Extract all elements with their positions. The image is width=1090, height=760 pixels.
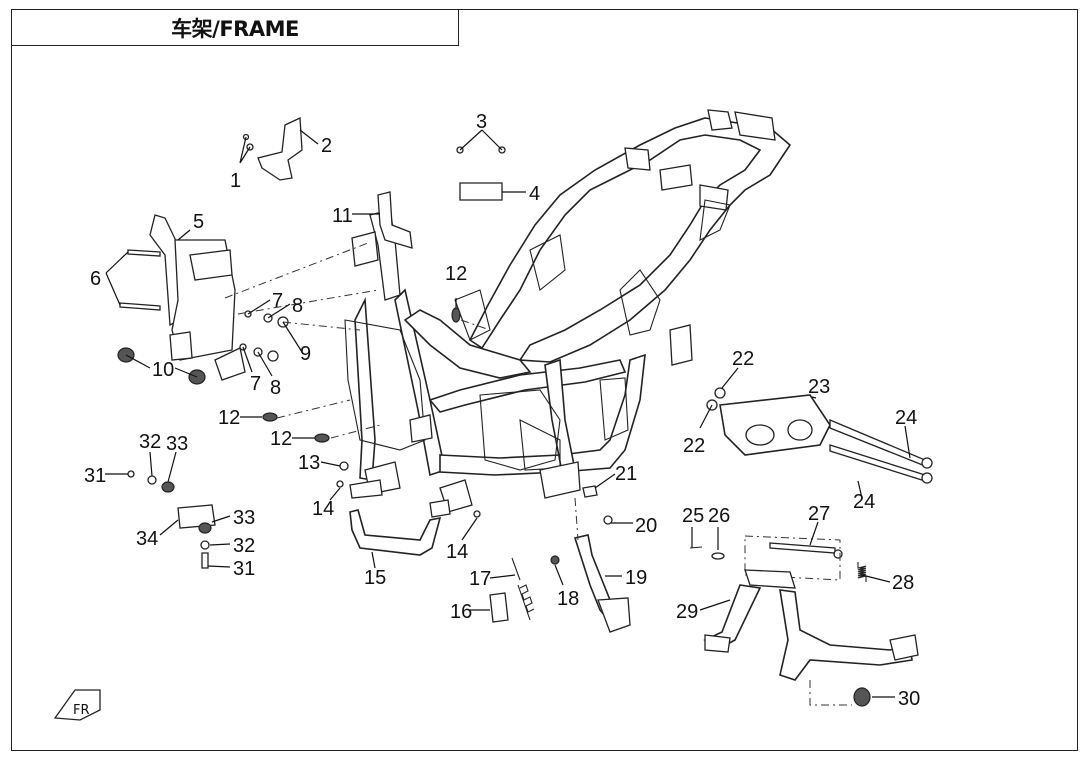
- bracket-11: [377, 191, 413, 249]
- callout-17: 17: [469, 568, 491, 590]
- callout-18: 18: [557, 588, 579, 610]
- callout-4: 4: [529, 183, 540, 205]
- callout-7b: 7: [250, 373, 261, 395]
- callout-21: 21: [615, 463, 637, 485]
- nut-13: [339, 461, 349, 471]
- callout-2: 2: [321, 135, 332, 157]
- callout-5: 5: [193, 211, 204, 233]
- callout-22a: 22: [732, 348, 754, 370]
- pivot-27: [689, 535, 843, 581]
- callout-32b: 32: [233, 535, 255, 557]
- callout-10: 10: [152, 359, 174, 381]
- bolt-14a: [336, 480, 344, 488]
- callout-31b: 31: [233, 558, 255, 580]
- callout-24b: 24: [853, 491, 875, 513]
- callout-14b: 14: [446, 541, 468, 563]
- callout-1: 1: [230, 170, 241, 192]
- callout-29: 29: [676, 601, 698, 623]
- callout-numbers: 1 2 3 4 5 6 7 7 8 8 9 10 11 12 12 12 13 …: [84, 111, 920, 710]
- front-arrow-label: FR: [73, 703, 90, 718]
- stopper-30: [853, 687, 871, 707]
- callout-32a: 32: [139, 431, 161, 453]
- bolt-14b: [473, 510, 481, 518]
- main-frame: [344, 109, 792, 513]
- callout-15: 15: [364, 567, 386, 589]
- drawing-border: [11, 9, 1078, 751]
- page-title: 车架/FRAME: [171, 16, 299, 41]
- callout-9: 9: [300, 343, 311, 365]
- title-box: 车架/FRAME: [11, 9, 459, 46]
- callout-31a: 31: [84, 465, 106, 487]
- callout-13: 13: [298, 452, 320, 474]
- bracket-34: [127, 470, 216, 569]
- callout-30: 30: [898, 688, 920, 710]
- side-stand-19: [550, 515, 631, 633]
- engine-mount-23: [706, 387, 933, 484]
- front-bracket-5: [117, 214, 246, 385]
- spring-17: [489, 557, 535, 623]
- callout-19: 19: [625, 567, 647, 589]
- front-direction-arrow: FR: [53, 689, 101, 721]
- callout-12b: 12: [218, 407, 240, 429]
- callout-6: 6: [90, 268, 101, 290]
- collar-21: [582, 485, 598, 498]
- grommets-12: [262, 307, 461, 443]
- callout-20: 20: [635, 515, 657, 537]
- nuts-7-8-9: [239, 310, 289, 362]
- spring-28: [857, 562, 867, 582]
- callout-12c: 12: [270, 428, 292, 450]
- callout-3: 3: [476, 111, 487, 133]
- callout-33a: 33: [166, 433, 188, 455]
- bracket-2: [242, 117, 303, 181]
- main-stand-29: [703, 569, 919, 681]
- assembly-lines: [224, 242, 852, 706]
- callout-24a: 24: [895, 407, 917, 429]
- callout-23: 23: [808, 376, 830, 398]
- callout-16: 16: [450, 601, 472, 623]
- leader-lines: [105, 129, 911, 698]
- step-bar-15: [349, 479, 451, 556]
- bolts-6: [119, 249, 161, 311]
- callout-33b: 33: [233, 507, 255, 529]
- callout-22b: 22: [683, 435, 705, 457]
- callout-7a: 7: [272, 290, 283, 312]
- callout-28: 28: [892, 572, 914, 594]
- callout-8b: 8: [270, 377, 281, 399]
- callout-26: 26: [708, 505, 730, 527]
- callout-27: 27: [808, 503, 830, 525]
- callout-34: 34: [136, 528, 158, 550]
- callout-11: 11: [332, 205, 353, 227]
- callout-8a: 8: [292, 295, 303, 317]
- callout-14a: 14: [312, 498, 334, 520]
- callout-25: 25: [682, 505, 704, 527]
- bracket-4: [456, 146, 506, 201]
- callout-12a: 12: [445, 263, 467, 285]
